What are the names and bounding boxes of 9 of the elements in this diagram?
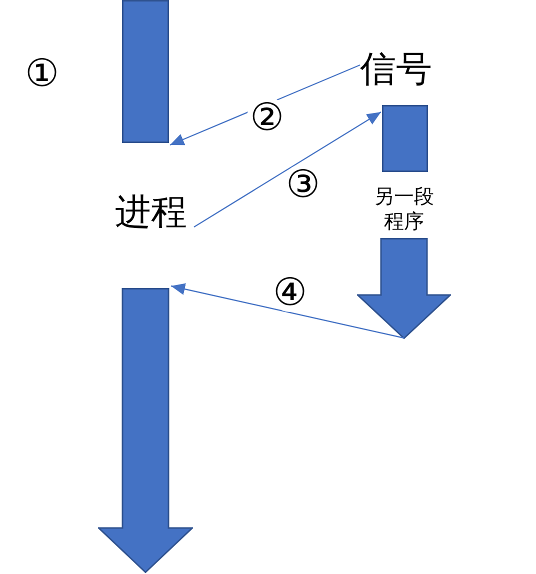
process-label: 进程 <box>115 192 187 234</box>
vertical-bar <box>382 105 428 172</box>
down-arrow <box>98 288 193 573</box>
bar-caption: 另一段程序 <box>373 184 435 234</box>
down-arrow <box>357 238 451 339</box>
arrow <box>194 111 382 228</box>
vertical-bar <box>122 0 169 143</box>
arrow <box>170 283 404 339</box>
signal-label: 信号 <box>360 48 432 92</box>
